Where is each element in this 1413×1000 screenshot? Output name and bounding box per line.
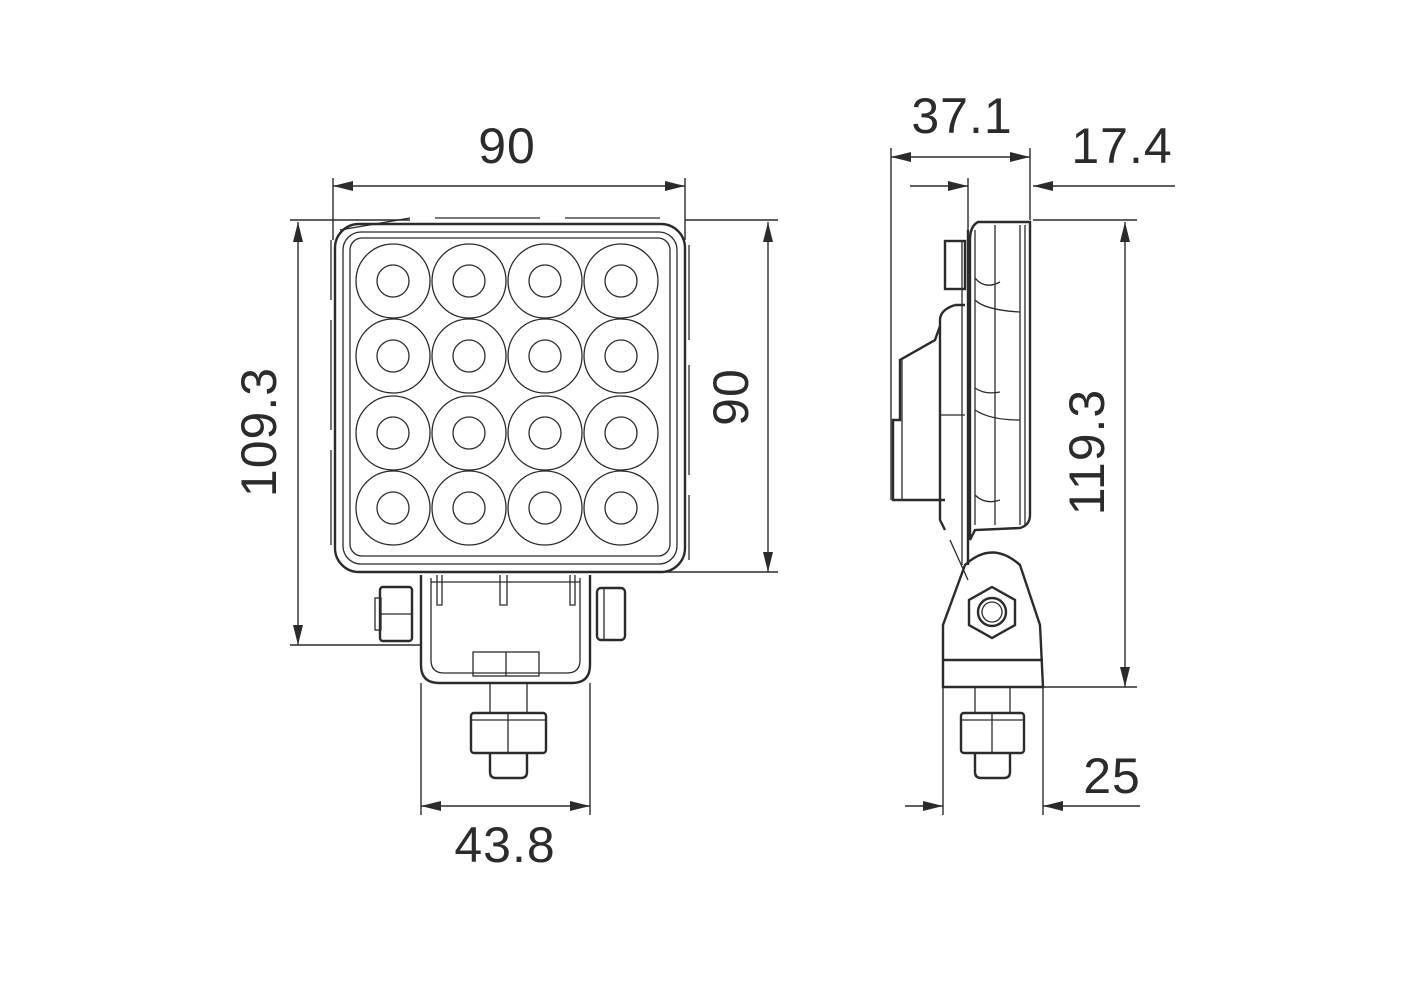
- mounting-bracket: [419, 575, 592, 685]
- led-outer-ring: [583, 395, 659, 471]
- housing: [330, 217, 690, 574]
- led-outer-ring: [507, 318, 583, 394]
- dimension-label: 90: [703, 368, 759, 426]
- dimension-total-height-left: 109.3: [231, 219, 420, 646]
- led-inner-ring: [604, 264, 638, 298]
- mounting-stud: [469, 683, 548, 780]
- dimension-height-right: 90: [590, 219, 778, 573]
- bolt-right: [595, 586, 627, 642]
- led-inner-ring: [452, 491, 486, 525]
- side-housing: [961, 220, 1032, 565]
- led-grid: [355, 243, 659, 546]
- led-outer-ring: [431, 395, 507, 471]
- dimension-side-total-height: 119.3: [1033, 219, 1137, 688]
- dimension-label: 17.4: [1071, 118, 1172, 174]
- dimension-label: 90: [478, 118, 536, 174]
- led-lens: [583, 395, 659, 471]
- dimension-housing-depth: 17.4: [910, 118, 1175, 230]
- dimension-total-depth: 37.1: [890, 88, 1031, 500]
- led-lens: [355, 470, 431, 546]
- led-lens: [507, 318, 583, 394]
- led-inner-ring: [452, 264, 486, 298]
- side-bracket: [941, 539, 1045, 689]
- led-outer-ring: [507, 395, 583, 471]
- dimension-base-width: 25: [905, 687, 1141, 815]
- led-inner-ring: [376, 491, 410, 525]
- led-lens: [583, 243, 659, 319]
- led-lens: [355, 395, 431, 471]
- led-lens: [507, 470, 583, 546]
- led-outer-ring: [355, 470, 431, 546]
- led-lens: [431, 470, 507, 546]
- led-inner-ring: [452, 416, 486, 450]
- bolt-left: [374, 585, 414, 643]
- led-lens: [507, 243, 583, 319]
- dimension-bracket-width: 43.8: [420, 683, 591, 873]
- dimension-label: 43.8: [454, 817, 555, 873]
- led-inner-ring: [528, 339, 562, 373]
- led-inner-ring: [376, 264, 410, 298]
- front-view: 90 90 109.3 43.8: [231, 118, 778, 873]
- dimension-label: 109.3: [231, 367, 287, 497]
- led-inner-ring: [604, 339, 638, 373]
- side-view: 37.1 17.4 119.3 25: [890, 88, 1175, 815]
- led-lens: [355, 318, 431, 394]
- dimension-width-top: 90: [332, 118, 686, 240]
- led-inner-ring: [376, 416, 410, 450]
- led-outer-ring: [355, 243, 431, 319]
- led-inner-ring: [452, 339, 486, 373]
- led-outer-ring: [583, 243, 659, 319]
- led-lens: [355, 243, 431, 319]
- led-outer-ring: [355, 395, 431, 471]
- led-lens: [431, 395, 507, 471]
- led-inner-ring: [528, 264, 562, 298]
- led-lens: [431, 243, 507, 319]
- led-lens: [431, 318, 507, 394]
- led-outer-ring: [431, 318, 507, 394]
- dimension-label: 37.1: [911, 88, 1012, 144]
- led-outer-ring: [583, 318, 659, 394]
- led-outer-ring: [507, 470, 583, 546]
- dimension-label: 25: [1083, 748, 1141, 804]
- led-outer-ring: [355, 318, 431, 394]
- led-outer-ring: [431, 243, 507, 319]
- dimension-label: 119.3: [1059, 389, 1115, 515]
- led-inner-ring: [604, 491, 638, 525]
- led-lens: [583, 470, 659, 546]
- led-inner-ring: [528, 491, 562, 525]
- led-inner-ring: [528, 416, 562, 450]
- led-inner-ring: [604, 416, 638, 450]
- led-lens: [507, 395, 583, 471]
- led-outer-ring: [583, 470, 659, 546]
- led-lens: [583, 318, 659, 394]
- led-inner-ring: [376, 339, 410, 373]
- side-connector: [891, 239, 967, 531]
- led-outer-ring: [507, 243, 583, 319]
- side-stud: [959, 687, 1026, 780]
- led-outer-ring: [431, 470, 507, 546]
